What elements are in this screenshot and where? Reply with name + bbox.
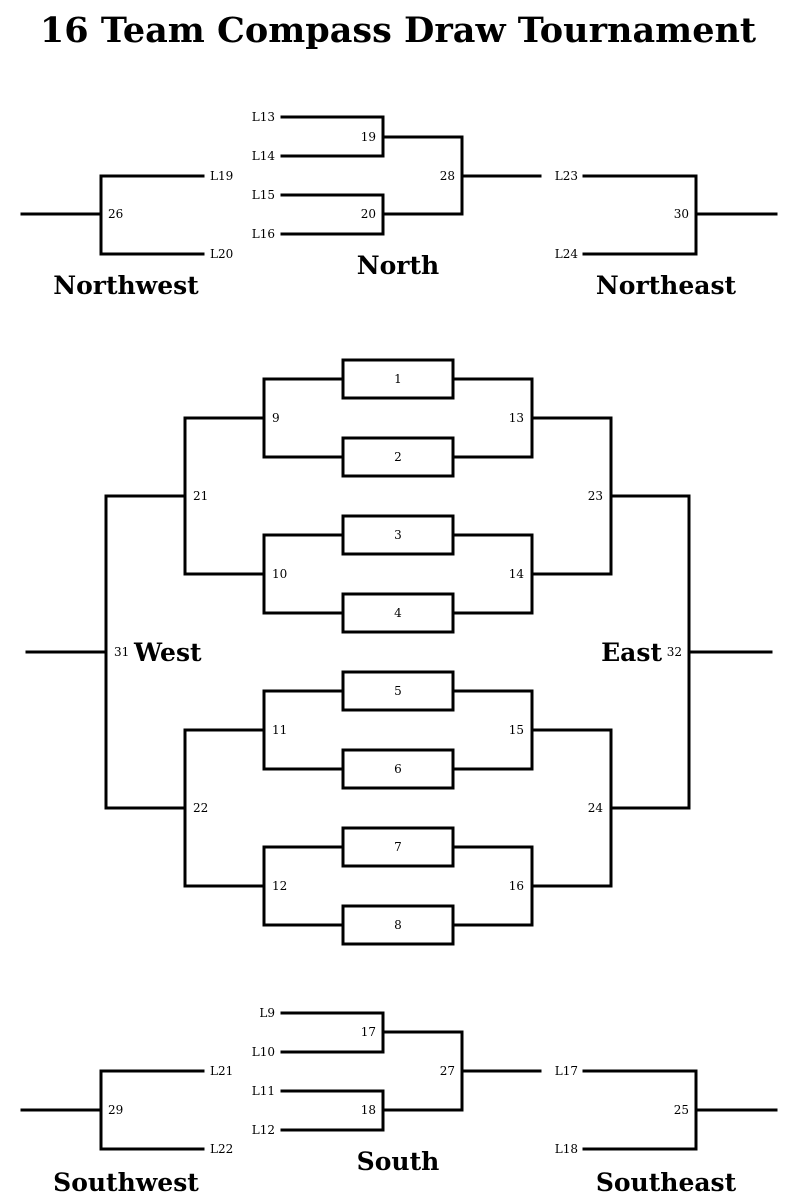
region-label-east: East bbox=[601, 638, 662, 667]
north-bracket: L13 L14 L15 L16 19 20 28 North bbox=[252, 110, 542, 280]
northwest-entry-l19: L19 bbox=[210, 169, 233, 183]
north-entry-l16: L16 bbox=[252, 227, 275, 241]
region-label-west: West bbox=[133, 638, 202, 667]
game-box-4 bbox=[341, 592, 455, 634]
northeast-bracket: L23 L24 30 Northeast bbox=[555, 169, 778, 300]
southeast-game-25: 25 bbox=[674, 1103, 689, 1117]
page-title: 16 Team Compass Draw Tournament bbox=[40, 10, 756, 51]
main-bracket: 1 2 3 4 5 6 7 8 9 10 11 12 21 22 31 West bbox=[25, 358, 773, 946]
southwest-entry-l22: L22 bbox=[210, 1142, 233, 1156]
north-game-28: 28 bbox=[440, 169, 455, 183]
game-23-label: 23 bbox=[588, 489, 603, 503]
game-12-label: 12 bbox=[272, 879, 287, 893]
game-8-label: 8 bbox=[394, 918, 402, 932]
southeast-entry-l18: L18 bbox=[555, 1142, 578, 1156]
game-15-label: 15 bbox=[509, 723, 524, 737]
south-entry-l11: L11 bbox=[252, 1084, 275, 1098]
game-box-6 bbox=[341, 748, 455, 790]
northwest-game-26: 26 bbox=[108, 207, 123, 221]
north-game-20: 20 bbox=[361, 207, 376, 221]
game-6-label: 6 bbox=[394, 762, 402, 776]
game-box-5 bbox=[341, 670, 455, 712]
region-label-north: North bbox=[357, 251, 439, 280]
region-label-northwest: Northwest bbox=[53, 271, 199, 300]
northwest-bracket: L19 L20 26 Northwest bbox=[20, 169, 233, 300]
game-24-label: 24 bbox=[588, 801, 604, 815]
game-13-label: 13 bbox=[509, 411, 524, 425]
game-21-label: 21 bbox=[193, 489, 208, 503]
south-entry-l10: L10 bbox=[252, 1045, 275, 1059]
game-16-label: 16 bbox=[509, 879, 524, 893]
game-9-label: 9 bbox=[272, 411, 280, 425]
southeast-entry-l17: L17 bbox=[555, 1064, 578, 1078]
northeast-entry-l24: L24 bbox=[555, 247, 579, 261]
game-14-label: 14 bbox=[509, 567, 525, 581]
game-7-label: 7 bbox=[394, 840, 402, 854]
game-11-label: 11 bbox=[272, 723, 287, 737]
region-label-southeast: Southeast bbox=[596, 1168, 737, 1197]
region-label-northeast: Northeast bbox=[596, 271, 737, 300]
southwest-entry-l21: L21 bbox=[210, 1064, 233, 1078]
north-entry-l15: L15 bbox=[252, 188, 275, 202]
game-box-1 bbox=[341, 358, 455, 400]
north-game-19: 19 bbox=[361, 130, 376, 144]
game-32-label: 32 bbox=[667, 645, 682, 659]
game-4-label: 4 bbox=[394, 606, 402, 620]
game-2-label: 2 bbox=[394, 450, 402, 464]
game-31-label: 31 bbox=[114, 645, 129, 659]
south-bracket: L9 L10 L11 L12 17 18 27 South bbox=[252, 1006, 542, 1176]
northeast-game-30: 30 bbox=[674, 207, 689, 221]
region-label-south: South bbox=[357, 1147, 440, 1176]
southwest-game-29: 29 bbox=[108, 1103, 123, 1117]
southwest-bracket: L21 L22 29 Southwest bbox=[20, 1064, 233, 1197]
north-entry-l13: L13 bbox=[252, 110, 275, 124]
game-5-label: 5 bbox=[394, 684, 402, 698]
south-entry-l12: L12 bbox=[252, 1123, 275, 1137]
south-game-27: 27 bbox=[440, 1064, 455, 1078]
game-3-label: 3 bbox=[394, 528, 402, 542]
south-game-17: 17 bbox=[361, 1025, 376, 1039]
game-22-label: 22 bbox=[193, 801, 208, 815]
southeast-bracket: L17 L18 25 Southeast bbox=[555, 1064, 778, 1197]
region-label-southwest: Southwest bbox=[53, 1168, 199, 1197]
north-entry-l14: L14 bbox=[252, 149, 276, 163]
northwest-entry-l20: L20 bbox=[210, 247, 233, 261]
south-game-18: 18 bbox=[361, 1103, 376, 1117]
northeast-entry-l23: L23 bbox=[555, 169, 578, 183]
south-entry-l9: L9 bbox=[259, 1006, 275, 1020]
game-1-label: 1 bbox=[394, 372, 402, 386]
game-10-label: 10 bbox=[272, 567, 287, 581]
game-box-2 bbox=[341, 436, 455, 478]
